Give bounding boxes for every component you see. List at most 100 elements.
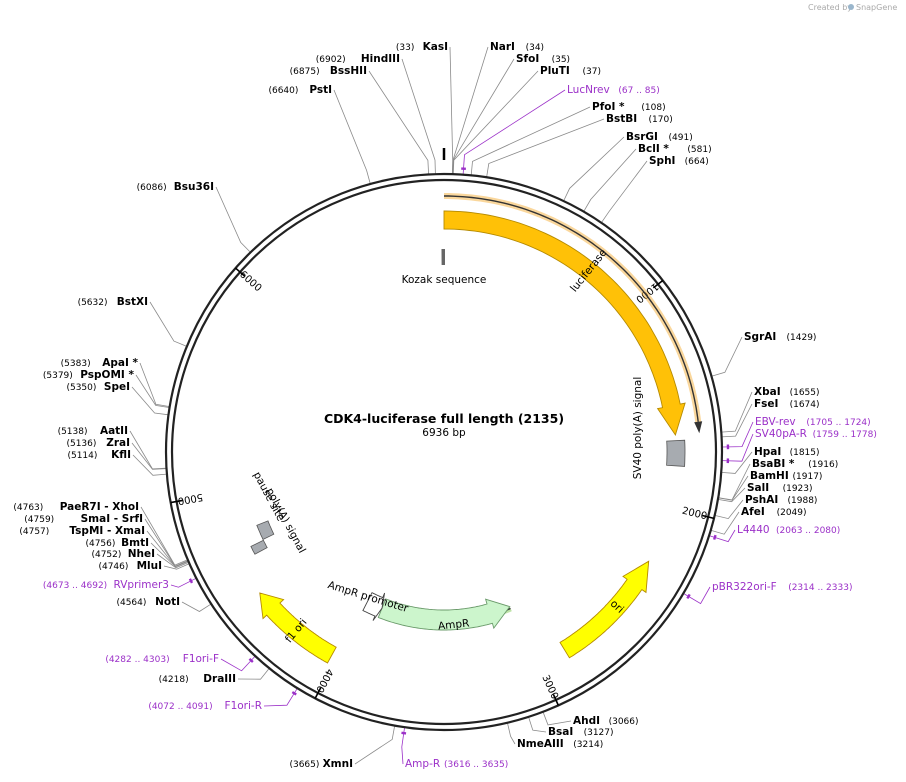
xbai-site-label[interactable]: XbaI(1655) bbox=[754, 386, 820, 398]
bsrgi-name: BsrGI bbox=[626, 131, 658, 143]
pluti-site-label[interactable]: PluTI(37) bbox=[540, 65, 601, 77]
xbai-leader bbox=[721, 391, 753, 433]
noti-site-label[interactable]: NotI(4564) bbox=[116, 596, 180, 608]
sfoi-site-label[interactable]: SfoI(35) bbox=[516, 53, 570, 65]
ebv-rev-primer-label[interactable]: EBV-rev(1705 .. 1724) bbox=[755, 416, 871, 428]
xmni-name: XmnI bbox=[323, 758, 353, 770]
bsai-name: BsaI bbox=[548, 726, 573, 738]
smai-srfi-site-label[interactable]: SmaI - SrfI(4759) bbox=[24, 513, 143, 525]
pbr322ori-f-primer-label[interactable]: pBR322ori-F (2314 .. 2333) bbox=[712, 581, 852, 593]
bamhi-leader bbox=[718, 475, 749, 501]
bstxi-site-label[interactable]: BstXI(5632) bbox=[78, 296, 148, 308]
pluti-name: PluTI bbox=[540, 65, 570, 77]
spei-position: (5350) bbox=[66, 383, 96, 393]
bsu36i-site-label[interactable]: Bsu36I(6086) bbox=[137, 181, 214, 193]
zrai-site-label[interactable]: ZraI(5136) bbox=[66, 437, 130, 449]
ahdi-position: (3066) bbox=[609, 717, 639, 727]
bamhi-site-label[interactable]: BamHI(1917) bbox=[750, 470, 822, 482]
amp-r-name: Amp-R bbox=[405, 758, 440, 770]
sgrai-site-label[interactable]: SgrAI(1429) bbox=[744, 331, 816, 343]
spei-site-label[interactable]: SpeI(5350) bbox=[66, 381, 130, 393]
sali-leader bbox=[717, 487, 746, 503]
sphi-name: SphI bbox=[649, 155, 675, 167]
l4440-primer-leader bbox=[708, 529, 736, 543]
aatii-site-label[interactable]: AatII(5138) bbox=[58, 425, 128, 437]
psti-site-label[interactable]: PstI(6640) bbox=[268, 84, 332, 96]
lucnrev-position: (67 .. 85) bbox=[618, 86, 659, 96]
sphi-site-label[interactable]: SphI(664) bbox=[649, 155, 709, 167]
draiii-site-label[interactable]: DraIII(4218) bbox=[159, 673, 236, 685]
sgrai-name: SgrAI bbox=[744, 331, 776, 343]
kozak-sequence-box bbox=[441, 249, 445, 265]
afei-name: AfeI bbox=[741, 506, 765, 518]
hpai-site-label[interactable]: HpaI(1815) bbox=[754, 446, 820, 458]
l4440-primer-label[interactable]: L4440(2063 .. 2080) bbox=[737, 524, 840, 536]
fsei-site-label[interactable]: FseI(1674) bbox=[754, 398, 820, 410]
polya-signal-box bbox=[250, 539, 268, 555]
pfoi-name: PfoI * bbox=[592, 101, 625, 113]
paer7i-xhoi-site-label[interactable]: PaeR7I - XhoI(4763) bbox=[13, 501, 139, 513]
kasi-name: KasI bbox=[423, 41, 448, 53]
f1ori-f-primer-label[interactable]: F1ori-F(4282 .. 4303) bbox=[105, 653, 219, 665]
f1-ori-arrow bbox=[259, 592, 337, 664]
sv40pa-r-primer-label[interactable]: SV40pA-R (1759 .. 1778) bbox=[755, 428, 877, 440]
pbr322ori-f-name: pBR322ori-F bbox=[712, 581, 777, 593]
pspomi-site-label[interactable]: PspOMI *(5379) bbox=[43, 369, 135, 381]
hpai-position: (1815) bbox=[790, 448, 820, 458]
lucnrev-name: LucNrev bbox=[567, 84, 610, 96]
nhei-site-label[interactable]: NheI(4752) bbox=[91, 548, 155, 560]
pfoi-position: (108) bbox=[641, 103, 665, 113]
kasi-site-label[interactable]: KasI(33) bbox=[396, 41, 448, 53]
pshai-site-label[interactable]: PshAI(1988) bbox=[745, 494, 817, 506]
sv40pa-r-position: (1759 .. 1778) bbox=[813, 430, 877, 440]
ahdi-site-label[interactable]: AhdI(3066) bbox=[573, 715, 639, 727]
afei-site-label[interactable]: AfeI (2049) bbox=[741, 506, 807, 518]
bstbi-site-label[interactable]: BstBI(170) bbox=[606, 113, 673, 125]
draiii-leader bbox=[237, 668, 270, 680]
sali-site-label[interactable]: SalI(1923) bbox=[747, 482, 813, 494]
ampr-label: AmpR bbox=[437, 617, 469, 632]
bsabi-site-label[interactable]: BsaBI *(1916) bbox=[752, 458, 838, 470]
bsai-site-label[interactable]: BsaI(3127) bbox=[548, 726, 614, 738]
apai-name: ApaI * bbox=[102, 357, 138, 369]
amp-r-primer-label[interactable]: Amp-R(3616 .. 3635) bbox=[405, 758, 508, 770]
pshai-name: PshAI bbox=[745, 494, 778, 506]
tspmi-xmai-site-label[interactable]: TspMI - XmaI(4757) bbox=[19, 525, 145, 537]
f1ori-f-primer-mark bbox=[248, 658, 254, 663]
ebv-rev-position: (1705 .. 1724) bbox=[806, 418, 870, 428]
kfli-site-label[interactable]: KflI(5114) bbox=[67, 449, 131, 461]
nmeaiii-site-label[interactable]: NmeAIII(3214) bbox=[517, 738, 603, 750]
rvprimer3-primer-leader bbox=[170, 577, 197, 588]
bcli-site-label[interactable]: BclI *(581) bbox=[638, 143, 712, 155]
f1ori-r-primer-label[interactable]: F1ori-R(4072 .. 4091) bbox=[148, 700, 262, 712]
bmti-leader bbox=[150, 542, 189, 568]
pause-site-label: pause site bbox=[251, 470, 287, 523]
rvprimer3-primer-label[interactable]: RVprimer3(4673 .. 4692) bbox=[43, 579, 169, 591]
apai-site-label[interactable]: ApaI * (5383) bbox=[61, 357, 139, 369]
pfoi-site-label[interactable]: PfoI * (108) bbox=[592, 101, 666, 113]
sv40-polya-signal-box bbox=[666, 439, 686, 467]
bsrgi-site-label[interactable]: BsrGI(491) bbox=[626, 131, 693, 143]
luciferase-orf-head bbox=[694, 421, 703, 434]
bsshii-site-label[interactable]: BssHII(6875) bbox=[290, 65, 367, 77]
sv40-polya-signal-label: SV40 poly(A) signal bbox=[632, 377, 644, 480]
pbr322ori-f-primer-leader bbox=[683, 586, 711, 605]
sv40pa-r-name: SV40pA-R bbox=[755, 428, 807, 440]
xmni-site-label[interactable]: XmnI(3665) bbox=[289, 758, 353, 770]
ori-arrow bbox=[559, 560, 650, 659]
pause-site-box bbox=[256, 520, 275, 541]
pbr322ori-f-position: (2314 .. 2333) bbox=[788, 583, 852, 593]
nari-site-label[interactable]: NarI(34) bbox=[490, 41, 544, 53]
apai-position: (5383) bbox=[61, 359, 91, 369]
kfli-position: (5114) bbox=[67, 451, 97, 461]
backbone bbox=[164, 148, 724, 732]
bmti-site-label[interactable]: BmtI(4756) bbox=[85, 537, 149, 549]
lucnrev-primer-label[interactable]: LucNrev (67 .. 85) bbox=[567, 84, 660, 96]
mlui-site-label[interactable]: MluI(4746) bbox=[98, 560, 162, 572]
leader-lines bbox=[129, 46, 754, 765]
afei-position: (2049) bbox=[777, 508, 807, 518]
hpai-leader bbox=[721, 451, 753, 474]
hindiii-site-label[interactable]: HindIII(6902) bbox=[316, 53, 400, 65]
bsshii-leader bbox=[368, 70, 429, 175]
